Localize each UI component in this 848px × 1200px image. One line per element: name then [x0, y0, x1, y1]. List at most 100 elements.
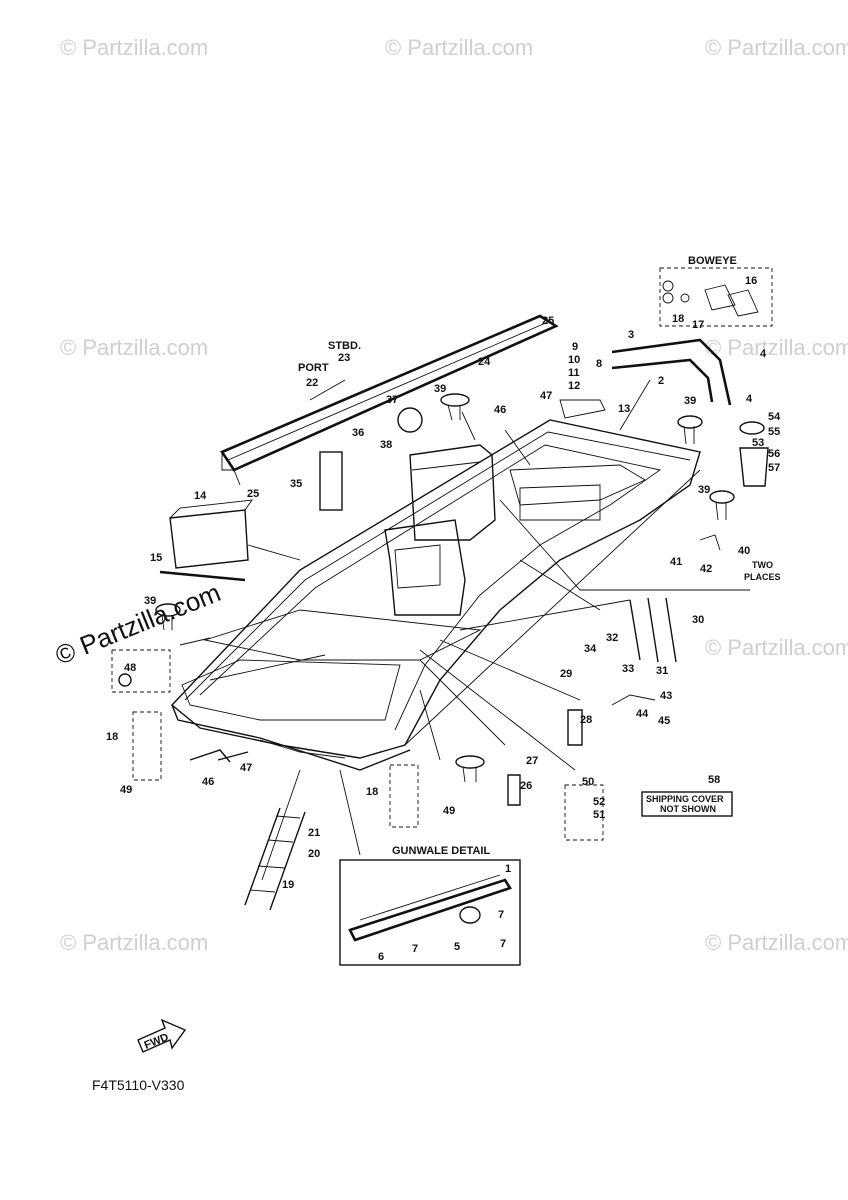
callout: 50: [582, 776, 594, 788]
shipping-cover-note-text: NOT SHOWN: [660, 804, 716, 814]
callout: 20: [308, 848, 320, 860]
callout: 38: [380, 439, 392, 451]
watermark: © Partzilla.com: [60, 930, 208, 955]
callout: 7: [500, 938, 506, 950]
callout: 3: [628, 329, 634, 341]
callout: 4: [746, 393, 753, 405]
callout: 5: [454, 941, 460, 953]
callout: 6: [378, 951, 384, 963]
callout-numbers: 1 2 3 4 4 5 6 7 7 7 8 9 10 11 12 13 14 1…: [106, 275, 781, 963]
callout: 41: [670, 556, 682, 568]
callout: 45: [658, 715, 670, 727]
callout: 4: [760, 348, 767, 360]
cooler: [169, 499, 253, 569]
callout: 23: [338, 352, 350, 364]
boweye-group: [659, 267, 773, 327]
callout: 21: [308, 827, 320, 839]
watermark: © Partzilla.com: [705, 635, 848, 660]
callout: 24: [478, 356, 491, 368]
callout: 2: [658, 375, 664, 387]
callout: 28: [580, 714, 592, 726]
rub-rail-strips: [611, 338, 732, 406]
callout: 48: [124, 662, 136, 674]
callout: 22: [306, 377, 318, 389]
callout: 58: [708, 774, 720, 786]
callout: 51: [593, 809, 605, 821]
callout: 12: [568, 380, 580, 392]
boat-hull: [170, 419, 701, 771]
callout: 11: [568, 367, 580, 379]
callout: 39: [684, 395, 696, 407]
callout: 18: [106, 731, 118, 743]
shipping-cover-note: [641, 791, 733, 817]
fwd-label: FWD: [143, 1031, 171, 1052]
callout: 7: [498, 909, 504, 921]
callout: 9: [572, 341, 578, 353]
callout: 37: [386, 394, 398, 406]
callout: 43: [660, 690, 672, 702]
callout: 29: [560, 668, 572, 680]
callout: 34: [584, 643, 597, 655]
callout: 15: [150, 552, 162, 564]
callout: 27: [526, 755, 538, 767]
callout: 33: [622, 663, 634, 675]
watermark: © Partzilla.com: [60, 335, 208, 360]
callout: 40: [738, 545, 750, 557]
cleats: [155, 393, 735, 783]
callout: 14: [194, 490, 207, 502]
callout: 49: [120, 784, 132, 796]
callout: 26: [520, 780, 532, 792]
callout: 31: [656, 665, 668, 677]
callout: 46: [494, 404, 506, 416]
callout: 35: [290, 478, 302, 490]
misc-parts: [159, 399, 769, 806]
callout: 57: [768, 462, 780, 474]
callout: 53: [752, 437, 764, 449]
gunwale-detail-heading: GUNWALE DETAIL: [392, 845, 490, 857]
callout: 42: [700, 563, 712, 575]
callout: 32: [606, 632, 618, 644]
callout: 47: [240, 762, 252, 774]
callout: 52: [593, 796, 605, 808]
callout: 30: [692, 614, 704, 626]
shipping-cover-note-text: SHIPPING COVER: [646, 794, 724, 804]
callout: 56: [768, 448, 780, 460]
callout: 25: [247, 488, 259, 500]
port-heading: PORT: [298, 362, 329, 374]
boarding-ladder: [244, 807, 306, 911]
callout: 25: [542, 315, 554, 327]
watermark: © Partzilla.com: [705, 335, 848, 360]
callout: 7: [412, 943, 418, 955]
callout: 16: [745, 275, 757, 287]
watermark: © Partzilla.com: [51, 577, 225, 670]
callout: 1: [505, 863, 511, 875]
callout: 17: [692, 319, 704, 331]
callout: 10: [568, 354, 580, 366]
callout: 39: [434, 383, 446, 395]
watermark: © Partzilla.com: [705, 930, 848, 955]
callout: 36: [352, 427, 364, 439]
fwd-arrow-icon: [137, 1018, 187, 1053]
callout: 18: [672, 313, 684, 325]
callout: 46: [202, 776, 214, 788]
two-places-note: TWO: [752, 560, 773, 570]
callout: 39: [144, 595, 156, 607]
callout: 55: [768, 426, 780, 438]
diagram-code: F4T5110-V330: [92, 1077, 185, 1093]
callout: 18: [366, 786, 378, 798]
callout: 19: [282, 879, 294, 891]
watermark-layer: © Partzilla.com © Partzilla.com © Partzi…: [51, 35, 848, 955]
leader-lines: [179, 379, 750, 881]
gunwale-detail-box: [339, 859, 521, 966]
watermark: © Partzilla.com: [60, 35, 208, 60]
two-places-note: PLACES: [744, 572, 781, 582]
callout: 54: [768, 411, 781, 423]
callout: 13: [618, 403, 630, 415]
watermark: © Partzilla.com: [385, 35, 533, 60]
callout: 49: [443, 805, 455, 817]
callout: 47: [540, 390, 552, 402]
latch-kits: [111, 649, 604, 841]
watermark: © Partzilla.com: [705, 35, 848, 60]
